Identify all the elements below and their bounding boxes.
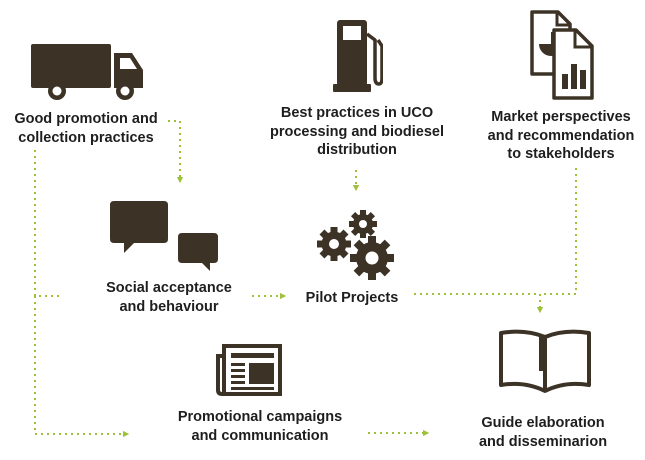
label-line: Promotional campaigns xyxy=(177,409,343,425)
newspaper-icon xyxy=(216,344,282,396)
label-line: Pilot Projects xyxy=(305,290,399,306)
label-line: Best practices in UCO xyxy=(280,105,434,121)
connector-collection-to-promotional xyxy=(34,296,130,438)
fuel-pump-icon xyxy=(333,20,383,92)
connector-market-to-guide xyxy=(544,168,577,295)
label-line: Market perspectives xyxy=(491,109,631,125)
connector-pilot-to-guide xyxy=(414,293,544,314)
connector-collection-to-social xyxy=(168,120,184,184)
connector-collection-down xyxy=(34,150,62,297)
speech-bubbles-icon xyxy=(110,201,218,271)
label-line: and behaviour xyxy=(119,298,219,315)
pilot-label: Pilot Projects xyxy=(290,289,414,308)
label-line: processing and biodiesel xyxy=(269,123,445,140)
report-documents-icon xyxy=(530,10,594,100)
truck-icon xyxy=(31,44,143,100)
collection-label: Good promotion and collection practices xyxy=(4,110,168,147)
label-line: Good promotion and xyxy=(14,111,158,127)
label-line: and communication xyxy=(191,427,329,444)
label-line: to stakeholders xyxy=(507,146,615,162)
label-line: collection practices xyxy=(18,129,154,146)
label-line: distribution xyxy=(317,142,397,158)
label-line: and recommendation xyxy=(487,127,635,144)
best-practices-label: Best practices in UCO processing and bio… xyxy=(262,104,452,160)
label-line: Guide elaboration xyxy=(481,415,605,431)
social-label: Social acceptance and behaviour xyxy=(94,279,244,316)
guide-label: Guide elaboration and disseminarion xyxy=(458,414,628,451)
gears-icon xyxy=(317,210,394,280)
open-book-icon xyxy=(499,329,591,393)
label-line: and disseminarion xyxy=(478,433,608,450)
market-label: Market perspectives and recommendation t… xyxy=(476,108,645,164)
promotional-label: Promotional campaigns and communication xyxy=(148,408,372,445)
label-line: Social acceptance xyxy=(106,280,232,296)
